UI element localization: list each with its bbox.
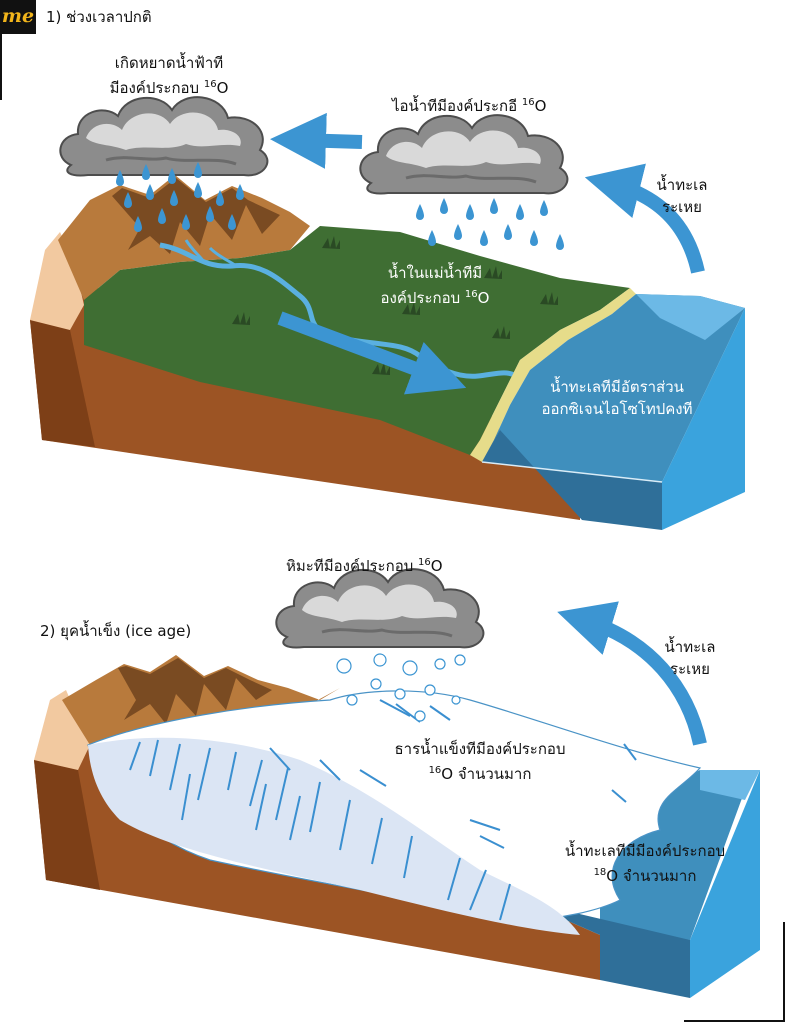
panel2-glacier-sup: 16 [428,765,442,776]
panel1-vapor-sup: 16 [521,97,535,108]
panel2-snow-sup: 16 [418,557,431,568]
panel1-vapor-text: ไอน้ำทีมีองค์ประกอี [392,97,518,115]
brand-logo: me [0,0,36,34]
panel1-evap-label: น้ำทะเล ระเหย [640,174,724,218]
panel2-soil-edge [34,760,100,890]
panel2-glacier-label: ธารน้ำแข็งทีมีองค์ประกอบ 16O จำนวนมาก [380,738,580,785]
panel2-sea-side [690,770,760,998]
panel2-evap-label: น้ำทะเล ระเหย [648,636,732,680]
panel2-snow-cloud [274,567,485,649]
panel2-landscape [34,655,760,998]
panel1-sea-top [482,294,745,482]
panel1-evap-line1: น้ำทะเล [656,176,708,194]
panel1-sea-top-light [636,294,745,340]
panel2-cliff-sand [34,690,90,770]
frame-line-bottom-right-h [684,1020,785,1022]
panel2-evap-line1: น้ำทะเล [664,638,716,656]
panel1-precip-line1: เกิดหยาดน้ำฟ้าที [114,54,224,72]
panel1-river-label: น้ำในแม่น้ำทีมี องค์ประกอบ 16O [360,262,510,309]
panel1-heading: 1) ช่วงเวลาปกติ [46,8,152,26]
panel1-river-sup: 16 [464,289,478,300]
panel2-sea-top-light [700,770,760,800]
panel1-evap-line2: ระเหย [662,198,702,216]
panel1-precip-sup: 16 [203,79,217,90]
panel1-precip-line2: มีองค์ประกอบ [109,79,200,97]
panel2-sea-front [520,900,690,998]
panel2-heading: 2) ยุคน้ำเข็ง (ice age) [40,622,192,640]
panel1-river-arrow [277,311,467,395]
panel2-evap-line2: ระเหย [670,660,710,678]
panel2-sea-line1: น้ำทะเลทีมีมีองค์ประกอบ [564,842,726,860]
panel2-sea-tail: O จำนวนมาก [606,867,697,885]
panel1-rain-cloud [58,95,269,177]
panel2-glacier-line1: ธารน้ำแข็งทีมีองค์ประกอบ [394,740,566,758]
panel1-soil-edge [30,320,95,447]
panel1-river-line1: น้ำในแม่น้ำทีมี [387,264,483,282]
panel1-sea-line1: น้ำทะเลทีมีอัตราส่วน [550,378,684,396]
panel1-sea-surface-line [481,461,663,483]
panel1-sea-line2: ออกซิเจนไอโซโทปคงที [541,400,693,418]
panel1-vapor-arrow [270,112,363,169]
panel1-river-tributary [184,239,238,268]
panel1-evap-arrow [584,163,705,274]
frame-line-bottom-right-v [783,922,785,1022]
panel2-sea-sup: 18 [593,867,607,878]
panel1-sea-front [482,430,662,530]
panel2-snow-label: หิมะทีมีองค์ประกอบ 16O [286,552,443,577]
panel1-river-line2: องค์ประกอบ [380,289,461,307]
panel2-glacier-tail: O จำนวนมาก [441,765,532,783]
panel1-sea-label: น้ำทะเลทีมีอัตราส่วน ออกซิเจนไอโซโทปคงที [532,376,702,420]
panel1-sea-side [662,308,745,530]
panel2-ice-front [88,737,580,935]
panel2-sea-label: น้ำทะเลทีมีมีองค์ประกอบ 18O จำนวนมาก [540,840,750,887]
panel1-river-tail: O [477,289,490,307]
panel1-precip-label: เกิดหยาดน้ำฟ้าที มีองค์ประกอบ 16O [84,52,254,99]
panel2-snow-tail: O [430,557,443,575]
panel1-beach [470,288,636,462]
panel2-snowflakes [336,653,466,722]
panel2-evap-arrow [557,601,707,746]
panel2-snow-text: หิมะทีมีองค์ประกอบ [286,557,414,575]
frame-line-top-left [0,34,2,100]
panel1-rain-drops-right [416,198,564,250]
panel1-vapor-label: ไอน้ำทีมีองค์ประกอี 16O [392,92,546,117]
panel2-crevasses [129,699,637,921]
panel1-precip-tail: O [216,79,229,97]
panel2-mountain-shade [118,658,272,724]
panel1-vapor-cloud [358,113,569,195]
panel1-vapor-tail: O [534,97,547,115]
